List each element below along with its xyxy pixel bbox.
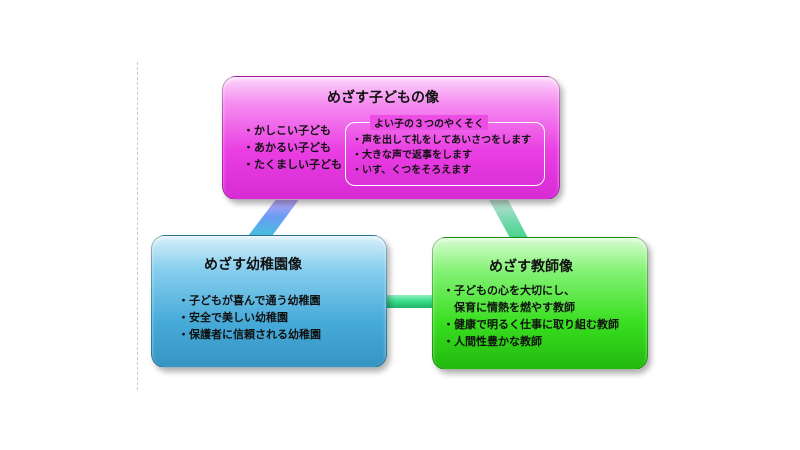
- list-item: ・保護者に信頼される幼稚園: [178, 328, 321, 341]
- list-item: ・声を出して礼をしてあいさつをします: [352, 135, 532, 146]
- kindergarten-goal-list: ・子どもが喜んで通う幼稚園 ・安全で美しい幼稚園 ・保護者に信頼される幼稚園: [178, 292, 321, 343]
- list-item: 保育に情熱を燃やす教師: [443, 301, 575, 314]
- list-item: ・大きな声で返事をします: [352, 150, 472, 161]
- promise-title: よい子の３つのやくそく: [370, 115, 488, 130]
- list-item: ・子どもの心を大切にし、: [443, 284, 575, 297]
- kindergarten-goal-title: めざす幼稚園像: [204, 257, 302, 273]
- list-item: ・たくましい子ども: [243, 158, 342, 171]
- children-goal-title: めざす子どもの像: [327, 90, 439, 106]
- children-goal-box: めざす子どもの像 ・かしこい子ども ・あかるい子ども ・たくましい子ども よい子…: [222, 76, 560, 200]
- list-item: ・いす、くつをそろえます: [352, 165, 472, 176]
- list-item: ・子どもが喜んで通う幼稚園: [178, 294, 321, 307]
- list-item: ・あかるい子ども: [243, 141, 331, 154]
- kindergarten-goal-box: めざす幼稚園像 ・子どもが喜んで通う幼稚園 ・安全で美しい幼稚園 ・保護者に信頼…: [151, 235, 387, 368]
- connector-bottom: [386, 295, 433, 308]
- teacher-goal-list: ・子どもの心を大切にし、 保育に情熱を燃やす教師 ・健康で明るく仕事に取り組む教…: [443, 282, 619, 350]
- connector-top-left: [248, 198, 300, 236]
- connector-top-right: [488, 198, 528, 238]
- children-goal-list: ・かしこい子ども ・あかるい子ども ・たくましい子ども: [243, 122, 342, 173]
- teacher-goal-title: めざす教師像: [489, 259, 573, 275]
- list-item: ・安全で美しい幼稚園: [178, 311, 288, 324]
- left-guide-line: [137, 62, 138, 390]
- teacher-goal-box: めざす教師像 ・子どもの心を大切にし、 保育に情熱を燃やす教師 ・健康で明るく仕…: [432, 237, 648, 370]
- list-item: ・かしこい子ども: [243, 124, 331, 137]
- list-item: ・人間性豊かな教師: [443, 335, 542, 348]
- promise-box: よい子の３つのやくそく ・声を出して礼をしてあいさつをします ・大きな声で返事を…: [345, 115, 545, 186]
- list-item: ・健康で明るく仕事に取り組む教師: [443, 318, 619, 331]
- promise-list: ・声を出して礼をしてあいさつをします ・大きな声で返事をします ・いす、くつをそ…: [352, 133, 531, 178]
